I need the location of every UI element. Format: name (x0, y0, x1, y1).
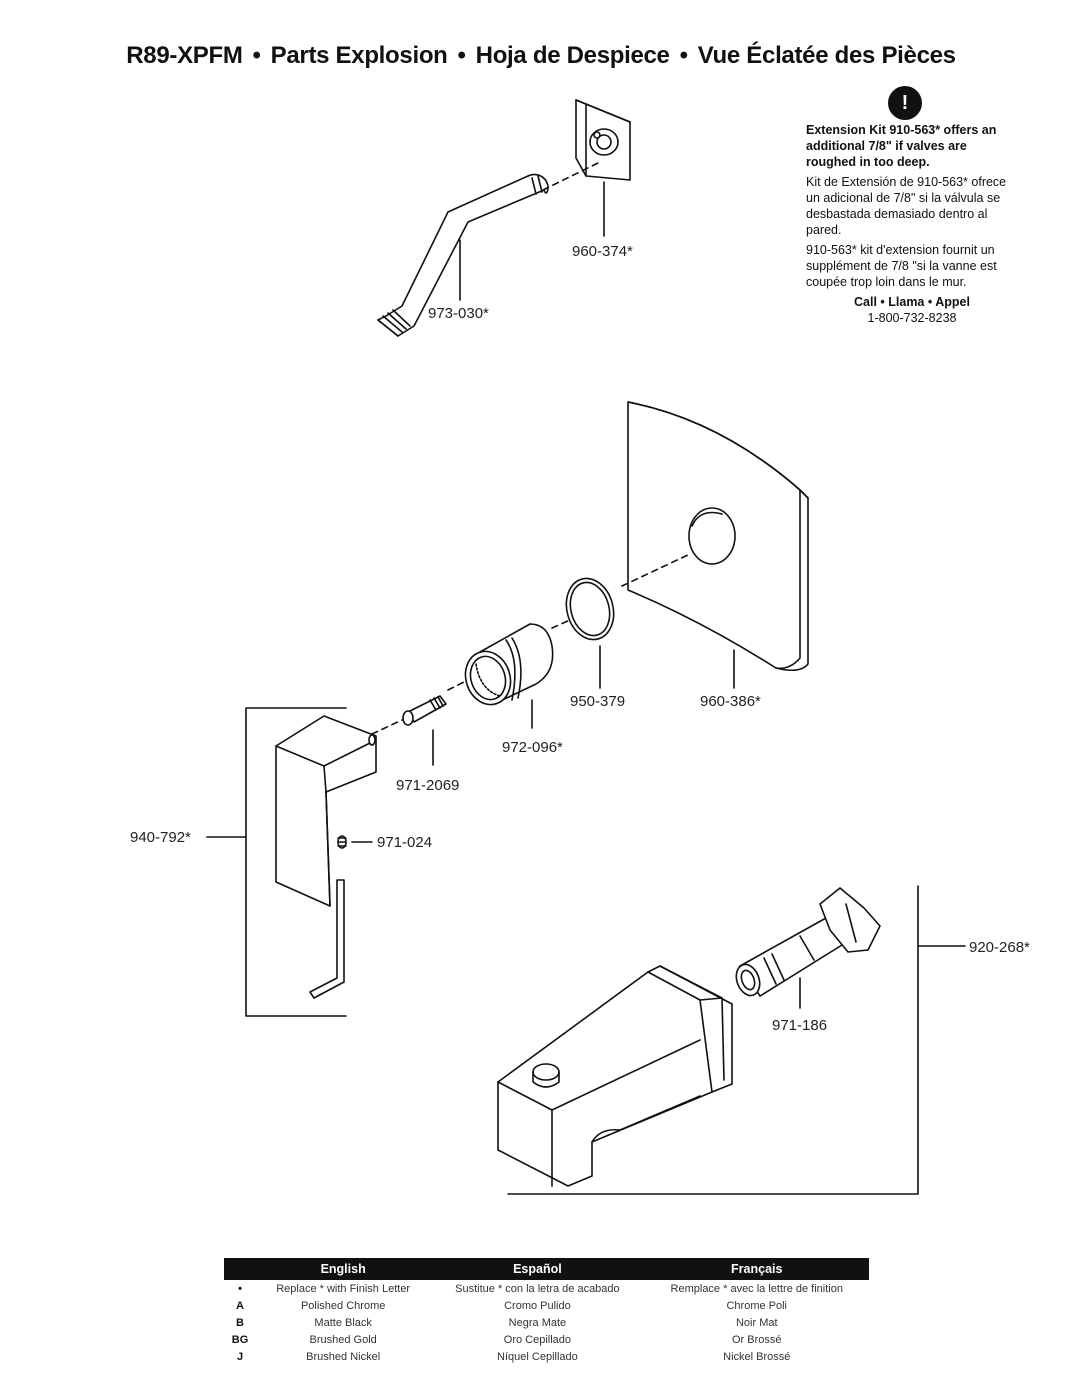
finish-english: Replace * with Finish Letter (276, 1282, 411, 1295)
finish-spanish: Níquel Cepillado (497, 1350, 578, 1363)
label-spout-adapter: 971-186 (772, 1017, 827, 1034)
extension-kit-notice: Extension Kit 910-563* offers an additio… (806, 122, 1018, 326)
finish-spanish: Oro Cepillado (503, 1333, 572, 1346)
plate-axis-line (621, 553, 691, 587)
ring-axis-line (551, 619, 571, 629)
warning-icon: ! (888, 86, 922, 120)
label-trim-plate: 960-386* (700, 693, 761, 710)
finish-legend-table: English Español Français • Replace * wit… (224, 1258, 869, 1365)
label-stem-extension: 971-2069 (396, 777, 459, 794)
finish-french: Noir Mat (735, 1316, 778, 1329)
label-sleeve: 972-096* (502, 739, 563, 756)
finish-code: BG (231, 1333, 249, 1346)
finish-code: A (236, 1299, 244, 1312)
trim-plate-drawing (627, 401, 809, 672)
finish-code: B (236, 1316, 244, 1329)
legend-header-row: English Español Français (224, 1258, 869, 1280)
finish-english: Brushed Nickel (306, 1350, 381, 1363)
label-tub-spout-assembly: 920-268* (969, 939, 1030, 956)
label-shower-arm: 973-030* (428, 305, 489, 322)
shower-flange-drawing (575, 99, 631, 181)
label-handle-assembly: 940-792* (130, 829, 191, 846)
title-french: Vue Éclatée des Pièces (697, 42, 956, 69)
legend-header-blank (224, 1258, 256, 1280)
table-row: BG Brushed Gold Oro Cepillado Or Brossé (224, 1331, 869, 1348)
parts-explosion-diagram: 960-374* 973-030* 960-386* 950-379 972-0… (130, 99, 1030, 1195)
stem-axis-line (371, 719, 403, 735)
finish-english: Polished Chrome (300, 1299, 386, 1312)
table-row: J Brushed Nickel Níquel Cepillado Nickel… (224, 1348, 869, 1365)
flange-axis-line (542, 161, 601, 191)
spout-adapter-drawing (735, 887, 881, 997)
sleeve-drawing (464, 623, 554, 706)
page-title: R89-XPFM • Parts Explosion • Hoja de Despiec… (0, 42, 1082, 70)
shower-arm-drawing (377, 173, 549, 337)
legend-header-spanish: Español (430, 1258, 645, 1280)
notice-english: Extension Kit 910-563* offers an additio… (806, 123, 997, 169)
finish-spanish: Cromo Pulido (504, 1299, 571, 1312)
legend-header-english: English (256, 1258, 431, 1280)
handle-drawing (275, 715, 377, 907)
title-separator: • (679, 42, 688, 69)
hex-key-drawing (309, 879, 345, 999)
finish-code: J (236, 1350, 244, 1363)
notice-french: 910-563* kit d'extension fournit un supp… (806, 243, 997, 289)
finish-french: Nickel Brossé (723, 1350, 791, 1363)
model-number: R89-XPFM (126, 42, 243, 69)
label-set-screw: 971-024 (377, 834, 432, 851)
finish-french: Remplace * avec la lettre de finition (670, 1282, 843, 1295)
label-o-ring: 950-379 (570, 693, 625, 710)
notice-spanish: Kit de Extensión de 910-563* ofrece un a… (806, 175, 1007, 237)
handle-bracket (245, 707, 347, 1017)
stem-extension-drawing (402, 695, 447, 726)
label-shower-flange: 960-374* (572, 243, 633, 260)
finish-code: • (238, 1282, 242, 1295)
title-separator: • (457, 42, 466, 69)
finish-french: Or Brossé (731, 1333, 782, 1346)
sleeve-axis-line (447, 679, 469, 691)
finish-english: Brushed Gold (309, 1333, 377, 1346)
title-english: Parts Explosion (270, 42, 448, 69)
finish-spanish: Sustitue * con la letra de acabado (455, 1282, 620, 1295)
call-label: Call • Llama • Appel (854, 295, 970, 309)
legend-header-french: Français (644, 1258, 869, 1280)
set-screw-drawing (337, 835, 347, 849)
table-row: A Polished Chrome Cromo Pulido Chrome Po… (224, 1297, 869, 1314)
phone-number: 1-800-732-8238 (867, 311, 957, 325)
finish-french: Chrome Poli (726, 1299, 788, 1312)
finish-english: Matte Black (314, 1316, 372, 1329)
spout-bracket (507, 885, 919, 1195)
title-separator: • (252, 42, 261, 69)
table-row: B Matte Black Negra Mate Noir Mat (224, 1314, 869, 1331)
finish-spanish: Negra Mate (508, 1316, 567, 1329)
table-row: • Replace * with Finish Letter Sustitue … (224, 1280, 869, 1297)
support-contact: Call • Llama • Appel 1-800-732-8238 (806, 294, 1018, 326)
title-spanish: Hoja de Despiece (475, 42, 670, 69)
o-ring-drawing (565, 577, 615, 641)
tub-spout-drawing (497, 965, 733, 1187)
